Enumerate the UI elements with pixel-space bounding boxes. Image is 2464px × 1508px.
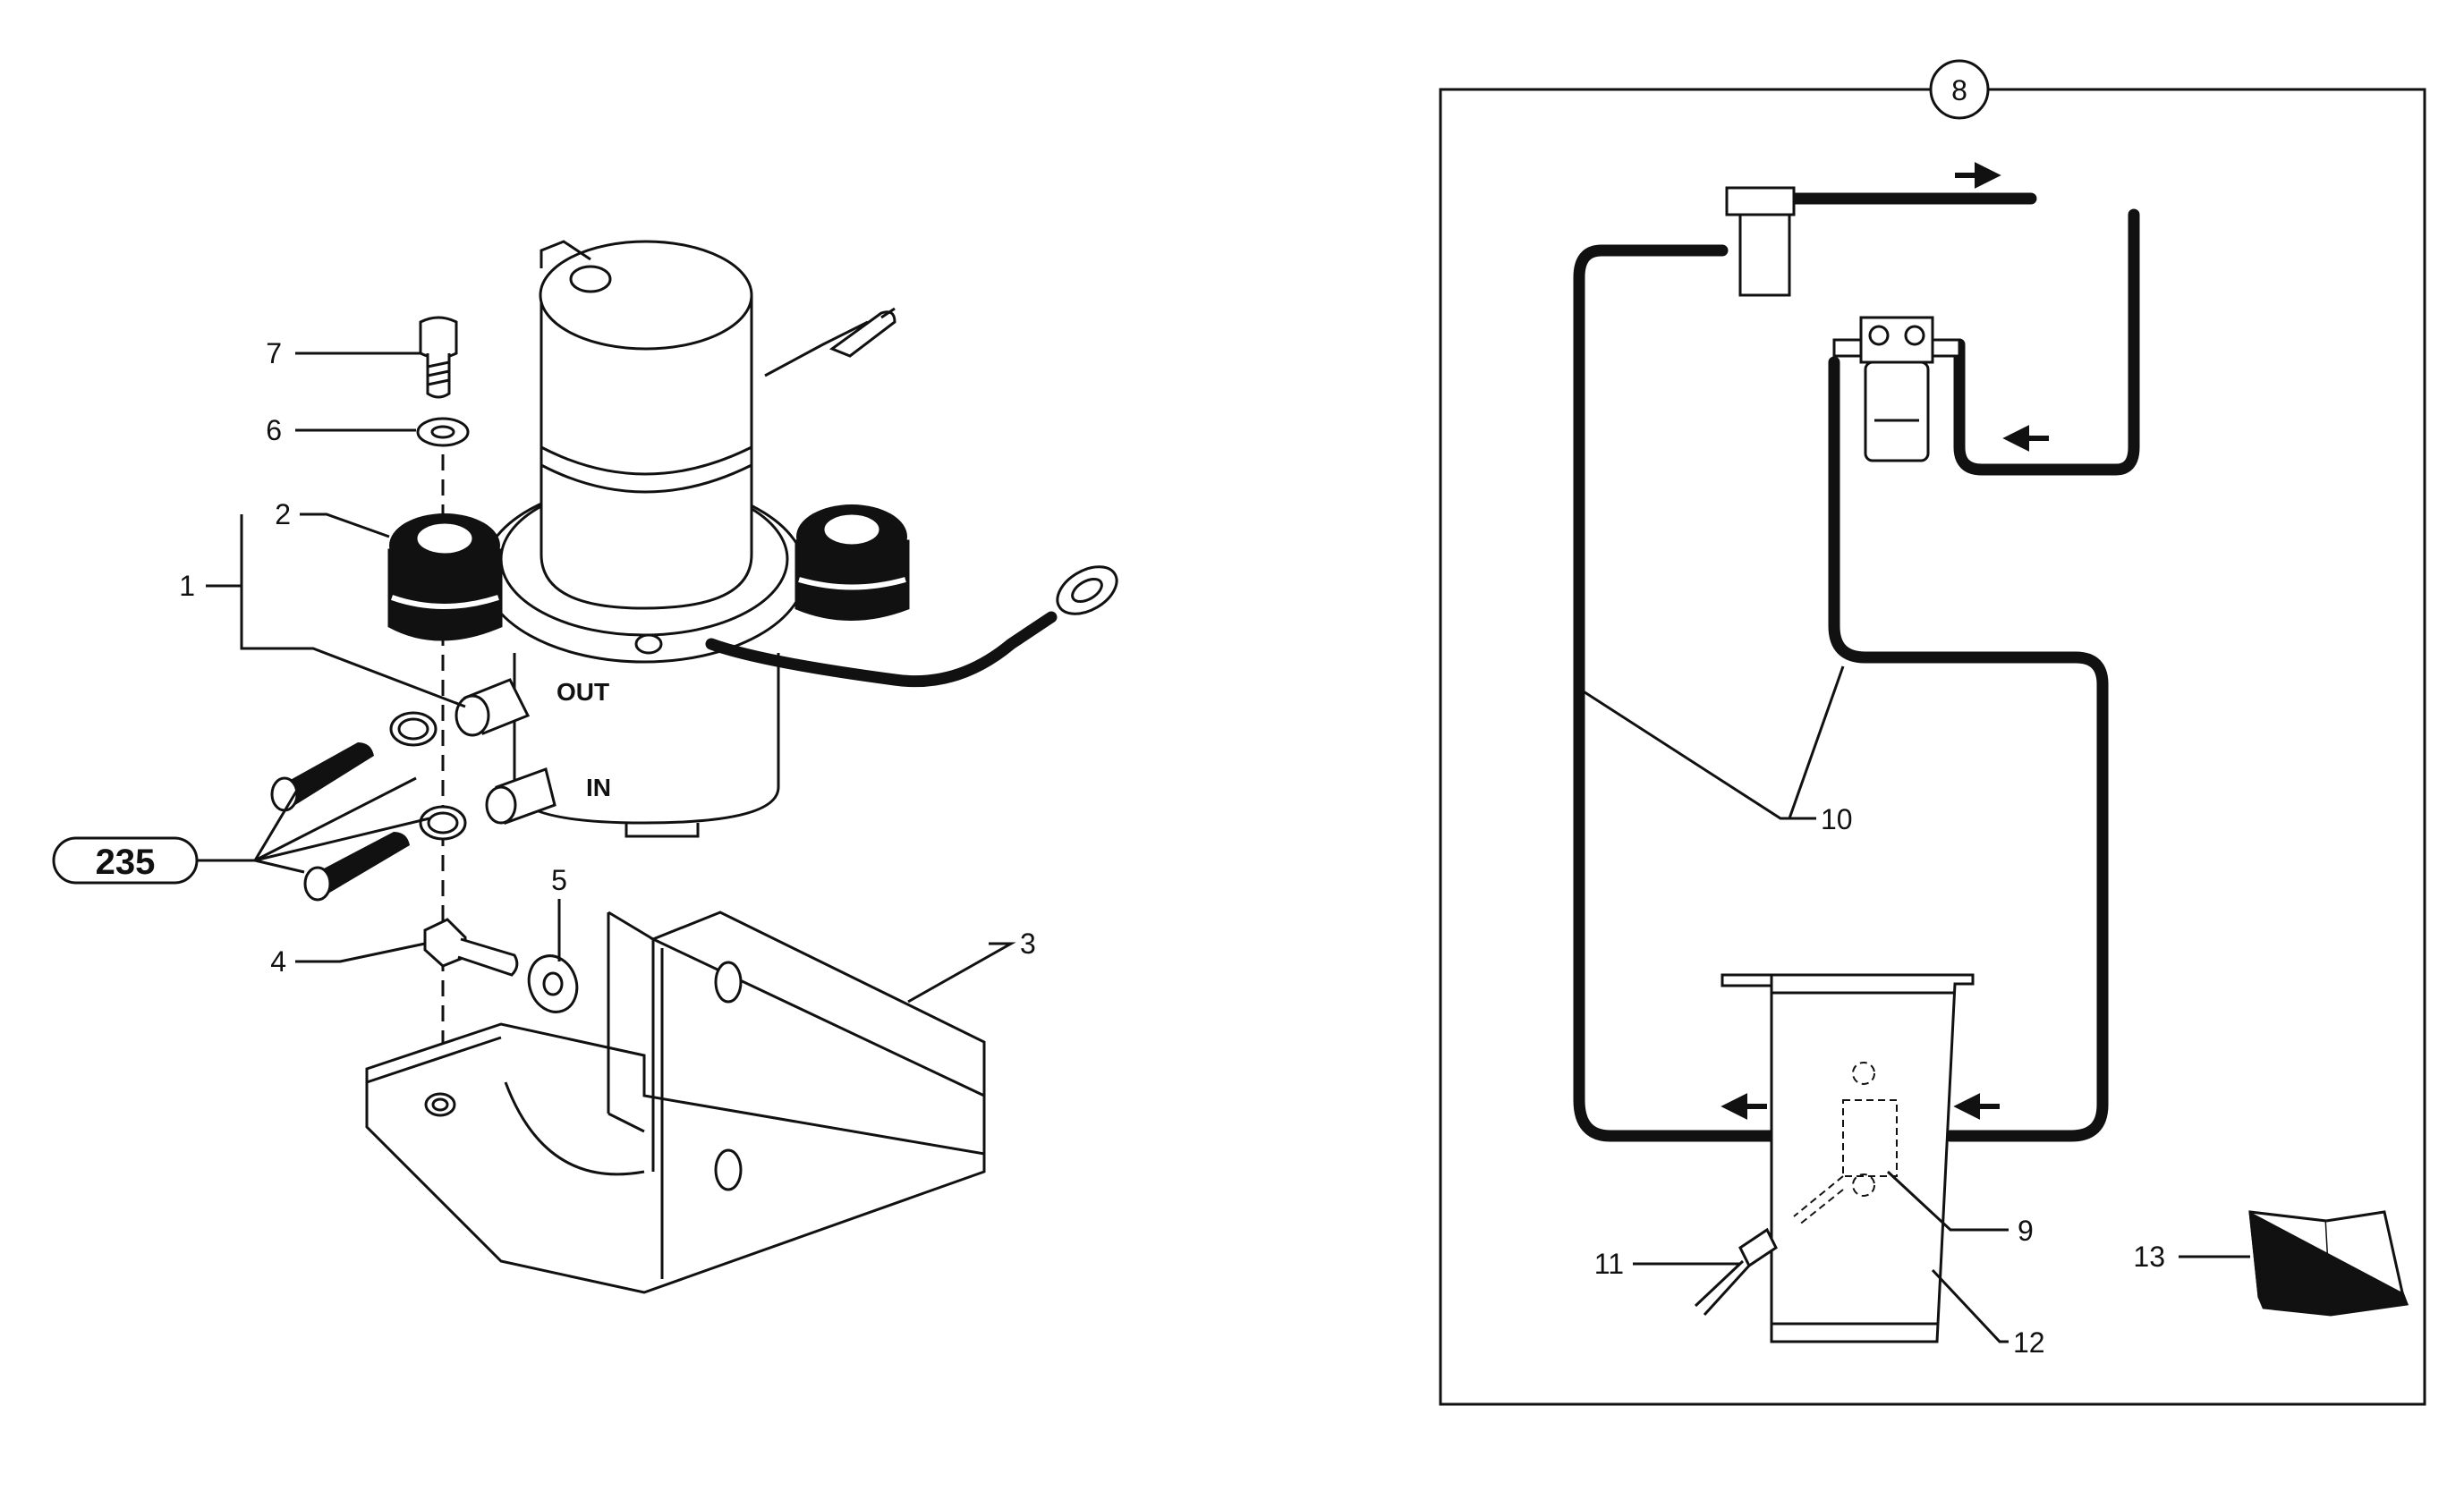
callout-7: 7 [266, 337, 282, 369]
port-out-label: OUT [557, 678, 609, 706]
inset-number-circle [1929, 59, 1990, 120]
banjo-bolt [423, 918, 519, 977]
fuel-hose-filter-return [1953, 208, 2140, 476]
bolt [419, 316, 458, 399]
callout-13: 13 [2133, 1241, 2165, 1273]
fuel-hose-pieces [270, 742, 410, 902]
port-in-label: IN [586, 774, 611, 801]
fuel-tank [1694, 973, 1975, 1343]
callout-10: 10 [1821, 803, 1853, 835]
pump-body: OUT IN [455, 240, 1118, 838]
callout-4: 4 [270, 945, 286, 978]
callout-11: 11 [1594, 1248, 1624, 1280]
callout-2: 2 [275, 498, 291, 530]
fuel-pump-assembly: OUT IN [52, 240, 1118, 1294]
fuel-hose-return [1573, 244, 1778, 1142]
callout-235: 235 [96, 843, 156, 882]
rubber-mount-left [387, 513, 503, 641]
manual-book-icon [2248, 1210, 2409, 1317]
callout-3: 3 [1020, 928, 1036, 960]
callout-1: 1 [179, 570, 195, 602]
fuel-hose-supply [1828, 356, 2109, 1142]
callout-12: 12 [2013, 1326, 2045, 1359]
callout-9: 9 [2018, 1215, 2034, 1247]
fuel-fitting [1725, 186, 1796, 297]
fuel-filter-icon [1832, 316, 1961, 462]
callout-6: 6 [266, 414, 282, 446]
inset-fuel-lines: 8 [1439, 59, 2426, 1406]
inset-number: 8 [1951, 74, 1967, 106]
hose-clamp-icon [389, 711, 467, 841]
callout-5: 5 [551, 864, 567, 896]
flow-arrow-icon [1721, 162, 2049, 1120]
reference-pill [52, 836, 199, 885]
rubber-mount-right [794, 504, 910, 621]
mounting-bracket [365, 911, 986, 1294]
